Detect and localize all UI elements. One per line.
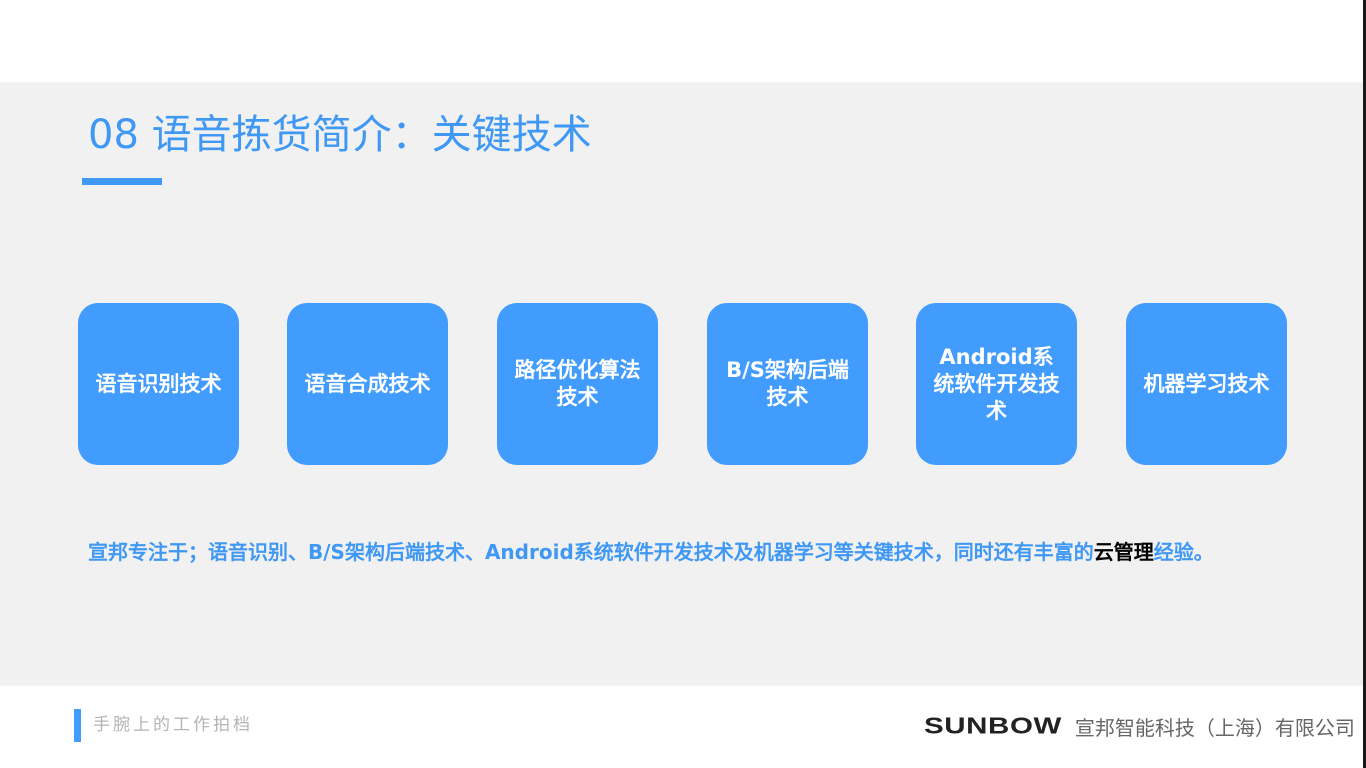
summary-highlight: 云管理 [1093,540,1154,564]
summary-part-1: 宣邦专注于；语音识别、B/S架构后端技术、Android系统软件开发技术及机器学… [88,540,1094,564]
sunbow-logo: SUNBOW [924,712,1062,739]
card-label: 语音识别技术 [95,371,222,396]
tech-card-android: Android系统软件开发技术 [916,303,1077,465]
footer-accent-bar [74,709,81,742]
card-label: 路径优化算法技术 [514,358,641,409]
tech-card-speech-recognition: 语音识别技术 [78,303,239,465]
tech-card-path-optimization: 路径优化算法技术 [497,303,658,465]
summary-part-3: 经验。 [1153,540,1214,564]
footer-brand: SUNBOW 宣邦智能科技（上海）有限公司 [924,709,1355,743]
card-label: Android系统软件开发技术 [933,344,1060,423]
card-label: B/S架构后端技术 [726,358,849,409]
footer-slogan: 手腕上的工作拍档 [93,715,253,735]
card-label: 机器学习技术 [1143,371,1270,396]
card-label: 语音合成技术 [304,371,431,396]
tech-card-speech-synthesis: 语音合成技术 [287,303,448,465]
title-underline [82,178,162,185]
summary-text: 宣邦专注于；语音识别、B/S架构后端技术、Android系统软件开发技术及机器学… [88,538,1268,566]
tech-card-machine-learning: 机器学习技术 [1126,303,1287,465]
slide-title: 08 语音拣货简介：关键技术 [88,112,592,158]
tech-card-bs-backend: B/S架构后端技术 [707,303,868,465]
window-edge [1363,0,1366,768]
company-name: 宣邦智能科技（上海）有限公司 [1074,715,1355,740]
